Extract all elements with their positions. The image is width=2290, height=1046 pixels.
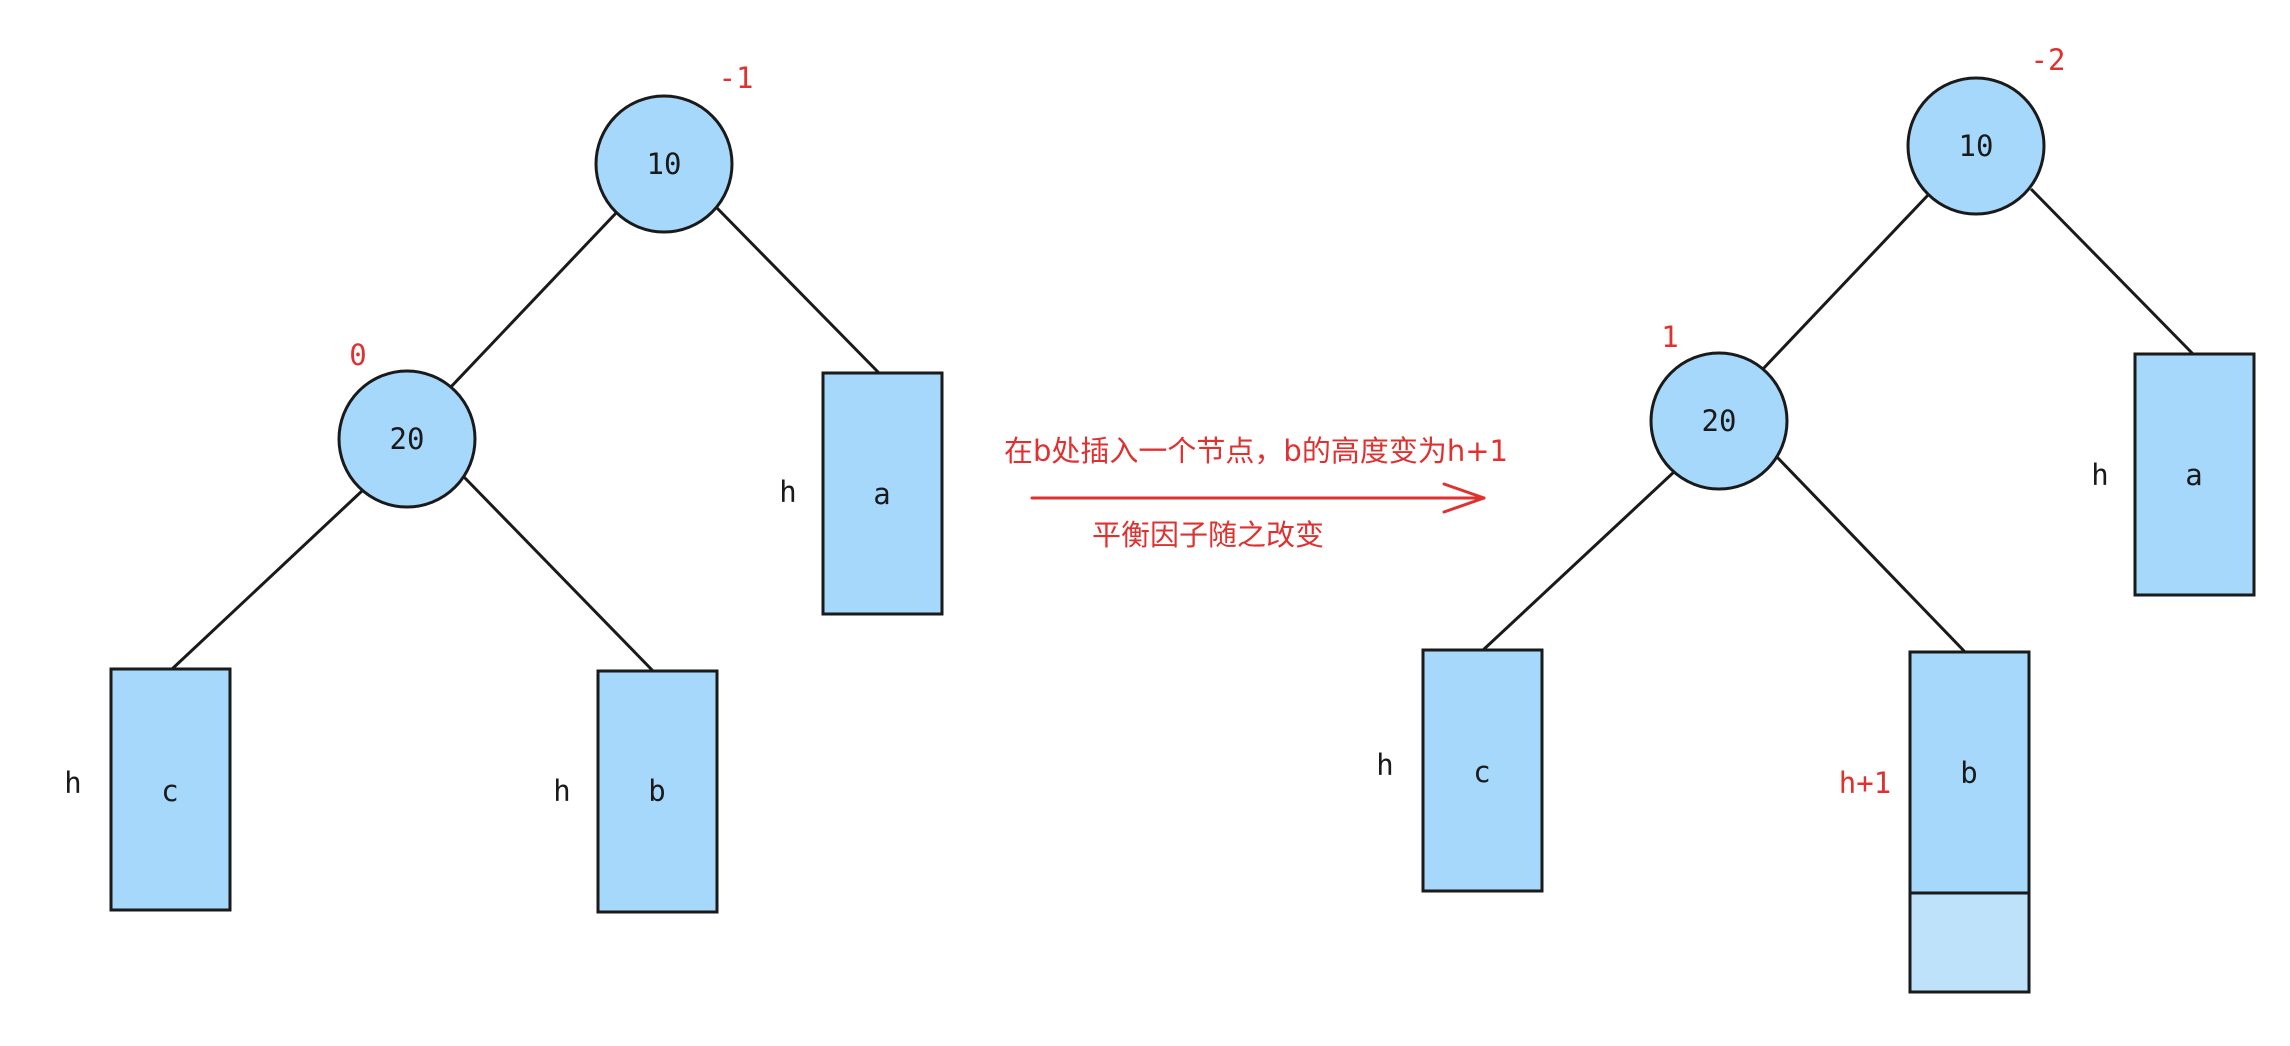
- left-subtree-b: b: [596, 669, 719, 914]
- right-subtree-c-height: h: [1376, 748, 1393, 782]
- left-node-20: 20: [337, 369, 477, 509]
- left-subtree-c-height: h: [64, 766, 81, 800]
- right-subtree-c: c: [1421, 648, 1544, 893]
- edge-left-20-to-c: [169, 488, 365, 672]
- right-subtree-a-height: h: [2091, 458, 2108, 492]
- left-subtree-a-label: a: [873, 477, 890, 511]
- left-subtree-a: a: [821, 371, 944, 616]
- transition-arrow-head: [1442, 482, 1486, 514]
- edge-right-20-to-b: [1775, 455, 1968, 655]
- right-subtree-a-label: a: [2185, 458, 2202, 492]
- left-root-value: 10: [647, 147, 682, 181]
- right-subtree-b-label: b: [1960, 756, 1977, 790]
- edge-left-root-to-20: [446, 210, 619, 392]
- right-root-value: 10: [1959, 129, 1994, 163]
- edge-left-20-to-b: [462, 475, 656, 674]
- inserted-node-block: [1908, 891, 2031, 994]
- edge-right-root-to-20: [1760, 192, 1931, 372]
- left-node-20-balance-factor: 0: [349, 338, 366, 372]
- right-tree: 10 -2 20 1 a h c h b h+1: [1376, 43, 2256, 994]
- transition-caption-top: 在b处插入一个节点，b的高度变为h+1: [1004, 434, 1508, 468]
- left-node-20-value: 20: [390, 422, 425, 456]
- left-subtree-b-height: h: [553, 774, 570, 808]
- right-subtree-b-height: h+1: [1839, 766, 1891, 800]
- transition-caption-bottom: 平衡因子随之改变: [1092, 518, 1324, 552]
- right-node-20-balance-factor: 1: [1661, 320, 1678, 354]
- right-root-node: 10: [1906, 76, 2046, 216]
- left-subtree-c-label: c: [161, 774, 178, 808]
- right-root-balance-factor: -2: [2031, 43, 2066, 77]
- edge-right-root-to-a: [2029, 187, 2195, 356]
- left-root-balance-factor: -1: [719, 61, 754, 95]
- transition: 在b处插入一个节点，b的高度变为h+1 平衡因子随之改变: [1004, 434, 1508, 552]
- left-root-node: 10: [594, 94, 734, 234]
- edge-right-20-to-c: [1480, 469, 1677, 653]
- right-subtree-c-label: c: [1473, 755, 1490, 789]
- right-subtree-a: a: [2133, 352, 2256, 597]
- left-subtree-c: c: [109, 667, 232, 912]
- left-subtree-b-label: b: [648, 774, 665, 808]
- edge-left-root-to-a: [715, 206, 882, 376]
- left-subtree-a-height: h: [779, 475, 796, 509]
- left-tree: 10 -1 20 0 a h c h b h: [64, 61, 944, 914]
- right-node-20-value: 20: [1702, 404, 1737, 438]
- right-node-20: 20: [1649, 351, 1789, 491]
- right-subtree-b: b: [1908, 650, 2031, 895]
